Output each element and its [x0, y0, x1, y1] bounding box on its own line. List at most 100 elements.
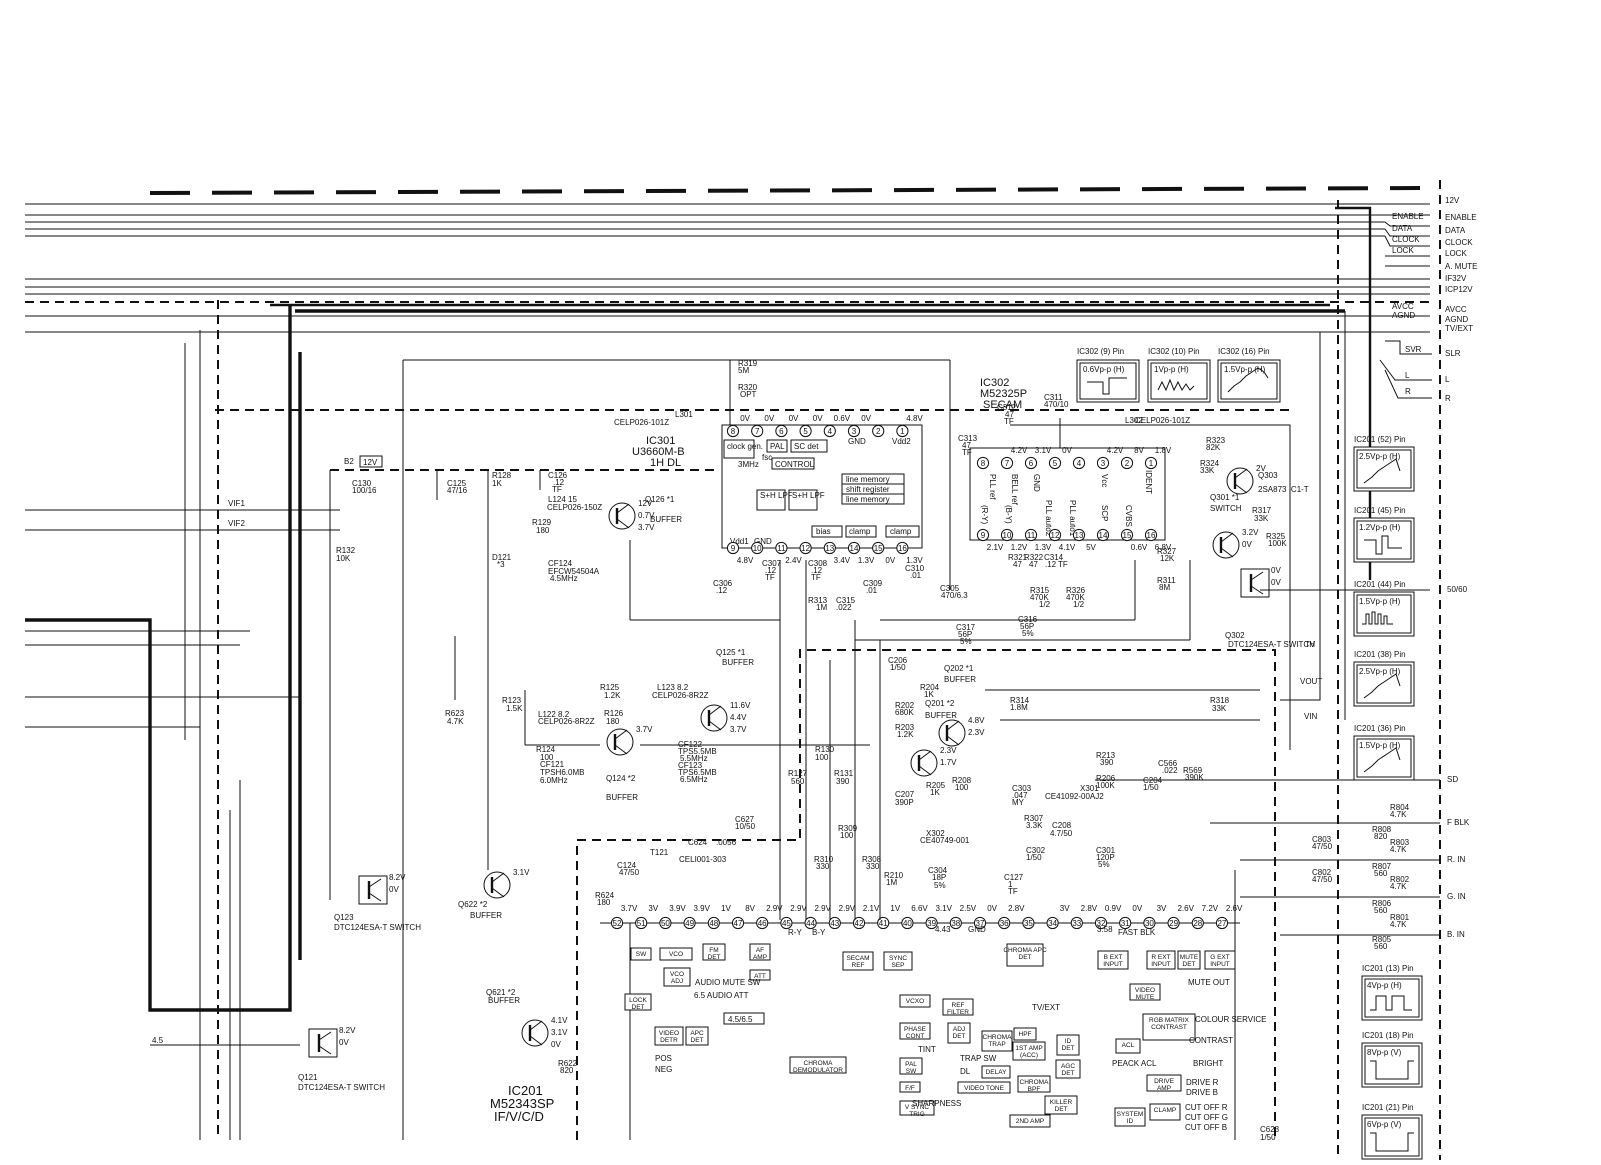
q622-ref: Q622 *2: [458, 900, 488, 909]
q301-symbol: [1212, 531, 1240, 559]
part-c314t: TF: [1058, 560, 1068, 569]
part-r801: R801: [1390, 913, 1410, 922]
ic201-desc: IF/V/C/D: [494, 1109, 544, 1124]
ic201-block-vco-adj-label: ADJ: [671, 978, 683, 985]
q124-emitter: [614, 744, 628, 755]
ic201-pin-44-volt: 2.9V: [814, 904, 831, 913]
ic201-block-chroma-bpf-label: BPF: [1028, 1086, 1041, 1093]
ic301-pin-16: [896, 541, 909, 555]
ic302-part: M52325P: [980, 388, 1027, 400]
wave-ic201-3-inner: [1356, 664, 1412, 704]
q302-emitter: [1250, 585, 1264, 595]
q302-volt-0: 0V: [1271, 566, 1281, 575]
ic201-pin-48-volt: 1V: [721, 904, 731, 913]
ic302-lbl-bellref: BELL ref: [1010, 474, 1019, 506]
part-r569v: 390K: [1185, 773, 1204, 782]
conn-g-in: G. IN: [1447, 892, 1466, 901]
ic302-desc: SECAM: [983, 399, 1022, 411]
ic201-pin-27: [1215, 916, 1229, 930]
part-r315t: 1/2: [1039, 600, 1051, 609]
part-c303v: .047: [1012, 791, 1028, 800]
ic201-pin-37-volt: 0V: [987, 904, 997, 913]
q202-role: BUFFER: [944, 675, 976, 684]
ic201-block-1st-amp-acc-label: 1ST AMP: [1015, 1045, 1042, 1052]
ic301-block-clamp1: clamp: [849, 527, 871, 536]
part-c127v: 1: [1008, 880, 1013, 889]
part-r208v: 100: [955, 783, 969, 792]
ic201-pin-50-volt: 3.9V: [669, 904, 686, 913]
part-c624v: .0056: [716, 838, 737, 847]
ic302-pin-9-volt: 2.1V: [987, 543, 1004, 552]
q126-ref: Q126 *1: [645, 495, 675, 504]
ic201-block-b-ext-input: [1097, 950, 1129, 970]
ic201-pin-34-volt: 3V: [1060, 904, 1070, 913]
ic201-block-adj-det-label: ADJ: [953, 1026, 965, 1033]
part-r324: R324: [1200, 459, 1220, 468]
ic301-pin-2: [872, 424, 885, 438]
q303-ref: Q303: [1258, 471, 1278, 480]
lbl-drive-r: DRIVE R: [1186, 1078, 1219, 1087]
part-r805: R805: [1372, 935, 1392, 944]
q201-emitter: [918, 765, 932, 776]
part-r308: R308: [862, 855, 882, 864]
ic301-pin-12: [799, 541, 812, 555]
part-cf122v: TPS5.5MB: [678, 747, 717, 756]
part-r127: R127: [788, 769, 808, 778]
part-r806: R806: [1372, 899, 1392, 908]
lbl-audio-att: 6.5 AUDIO ATT: [694, 991, 749, 1000]
ic201-block-phase-cont: [899, 1022, 931, 1040]
ic301-pin-5-volt: 0V: [813, 414, 823, 423]
part-c312v: 47: [1005, 410, 1014, 419]
ic301-pin-3-volt: 0V: [861, 414, 871, 423]
ic201-block-chroma-bpf-label: CHROMA: [1020, 1079, 1050, 1086]
q125-symbol: [700, 704, 728, 732]
part-r323v: 82K: [1206, 443, 1221, 452]
q622-role: BUFFER: [470, 911, 502, 920]
ic201-pin-27-num: 27: [1218, 919, 1227, 928]
part-c803v: 47/50: [1312, 842, 1333, 851]
ic301-block-control: CONTROL: [775, 460, 815, 469]
ic301-pin-7-num: 7: [755, 427, 760, 436]
lbl-ry: R-Y: [788, 928, 802, 937]
part-r206: R206: [1096, 774, 1116, 783]
wave-ic201-5-inner: [1364, 978, 1420, 1018]
ic201-block-adj-det-label: DET: [953, 1033, 966, 1040]
part-r623v: 4.7K: [447, 717, 464, 726]
ic301-pin-8-num: 8: [731, 427, 736, 436]
ic301-pin-4-num: 4: [828, 427, 833, 436]
part-c126: C126: [548, 471, 568, 480]
ic302-pin-15-volt: 0.6V: [1131, 543, 1148, 552]
part-r317: R317: [1252, 506, 1272, 515]
q301-volt-1: 0V: [1242, 540, 1252, 549]
part-l302: L302: [1125, 416, 1143, 425]
ic201-pin-52-volt: 3.7V: [621, 904, 638, 913]
ic201-block-sync-sep-label: SYNC: [889, 955, 907, 962]
wave-ic302-0-frame: [1076, 359, 1140, 403]
ic201-pin-37-num: 37: [976, 919, 985, 928]
ic201-block-vco-adj: [663, 967, 691, 987]
part-r130v: 100: [815, 753, 829, 762]
lbl-trap-sw: TRAP SW: [960, 1054, 997, 1063]
ic301-pin-8: [726, 424, 740, 438]
ic201-pin-33-num: 33: [1072, 919, 1081, 928]
q125-volt-0: 11.6V: [730, 701, 751, 710]
part-cf121: CF121: [540, 760, 565, 769]
ic301-pin-1-num: 1: [900, 427, 905, 436]
part-r205: R205: [926, 781, 946, 790]
part-c313v: 47: [962, 441, 971, 450]
wave-ic201-1-trace: [1364, 535, 1402, 555]
wave-ic302-1-title: IC302 (10) Pin: [1148, 347, 1200, 356]
part-r319: R319: [738, 359, 758, 368]
ic201-pin-38-num: 38: [951, 919, 960, 928]
ic302-pin-4-num: 4: [1077, 459, 1082, 468]
ic301-pin-9: [726, 541, 740, 555]
q121-symbol: [308, 1028, 338, 1058]
ic201-pin-38: [949, 916, 962, 930]
ic201-block-af-amp: [749, 943, 771, 961]
ic201-pin-45: [780, 916, 793, 930]
wave-ic302-2-label: 1.5Vp-p (H): [1224, 365, 1266, 374]
ic201-pin-38-volt: 2.5V: [960, 904, 977, 913]
conn-data: DATA: [1445, 226, 1466, 235]
part-r569: R569: [1183, 766, 1203, 775]
